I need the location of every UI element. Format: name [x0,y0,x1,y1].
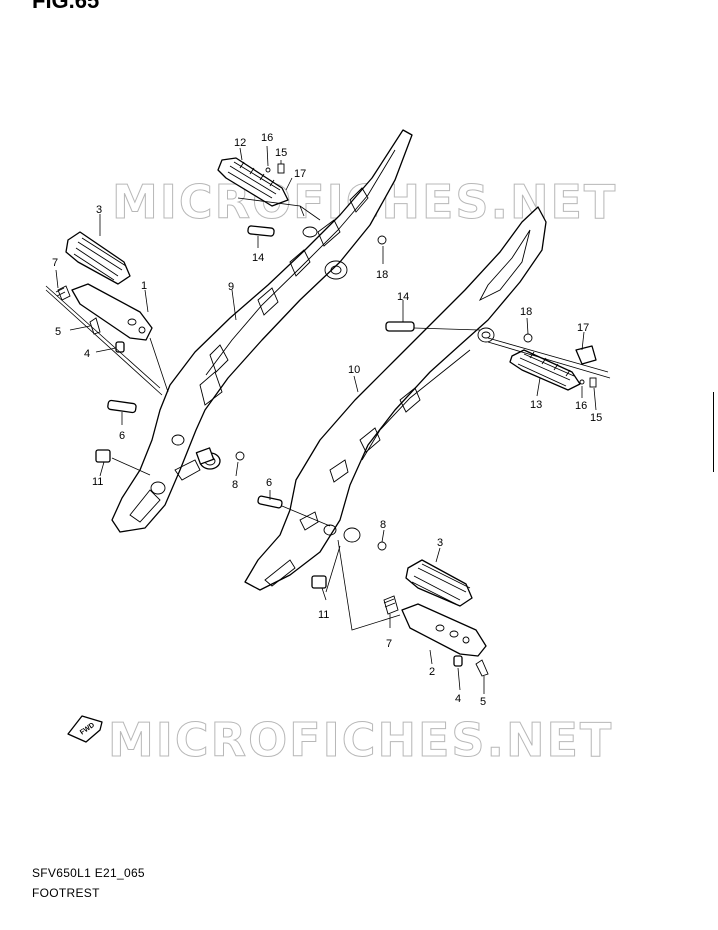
callout-16-left: 16 [261,132,273,144]
model-code-label: SFV650L1 E21_065 [32,866,145,880]
callout-4-right: 4 [455,693,461,705]
callout-1: 1 [141,280,147,292]
callout-18-right: 18 [520,306,532,318]
callout-15-right: 15 [590,412,602,424]
left-footrest-bracket [111,129,413,533]
callout-16-right: 16 [575,400,587,412]
callout-6-left: 6 [119,430,125,442]
callout-5-left: 5 [55,326,61,338]
callout-7-right: 7 [386,638,392,650]
callout-7-left: 7 [52,257,58,269]
section-name-label: FOOTREST [32,886,100,900]
callout-6-right: 6 [266,477,272,489]
hardware-parts [89,163,597,677]
callout-5-right: 5 [480,696,486,708]
right-front-footrest-holder [383,595,487,657]
callout-15-left: 15 [275,147,287,159]
callout-10: 10 [348,364,360,376]
callout-11-right: 11 [318,609,329,621]
callout-2: 2 [429,666,435,678]
figure-title: FIG.65 [32,0,100,13]
left-rear-footrest-peg [217,157,289,207]
right-footrest-bracket [244,206,547,591]
callout-8-right: 8 [380,519,386,531]
callout-4-left: 4 [84,348,90,360]
callout-17-right: 17 [577,322,589,334]
callout-14-left: 14 [252,252,264,264]
left-front-footrest-holder [55,283,153,341]
watermark-bottom: MICROFICHES.NET [108,713,613,767]
callout-9: 9 [228,281,234,293]
callout-17-left: 17 [294,168,306,180]
callout-11-left: 11 [92,476,103,488]
left-front-footrest-rubber [65,231,131,285]
callout-14-right: 14 [397,291,409,303]
page-edge-mark [713,392,718,472]
right-front-footrest-rubber [405,559,473,607]
callout-18-left: 18 [376,269,388,281]
callout-8-left: 8 [232,479,238,491]
callout-3-left: 3 [96,204,102,216]
callout-12: 12 [234,137,246,149]
fwd-direction-arrow: FWD [67,715,103,743]
callout-labels: 3 7 1 5 4 12 16 15 17 14 18 9 6 11 8 14 … [52,132,602,708]
callout-13: 13 [530,399,542,411]
right-rear-footrest-peg [509,345,597,391]
callout-3-right: 3 [437,537,443,549]
leader-lines [45,145,611,694]
